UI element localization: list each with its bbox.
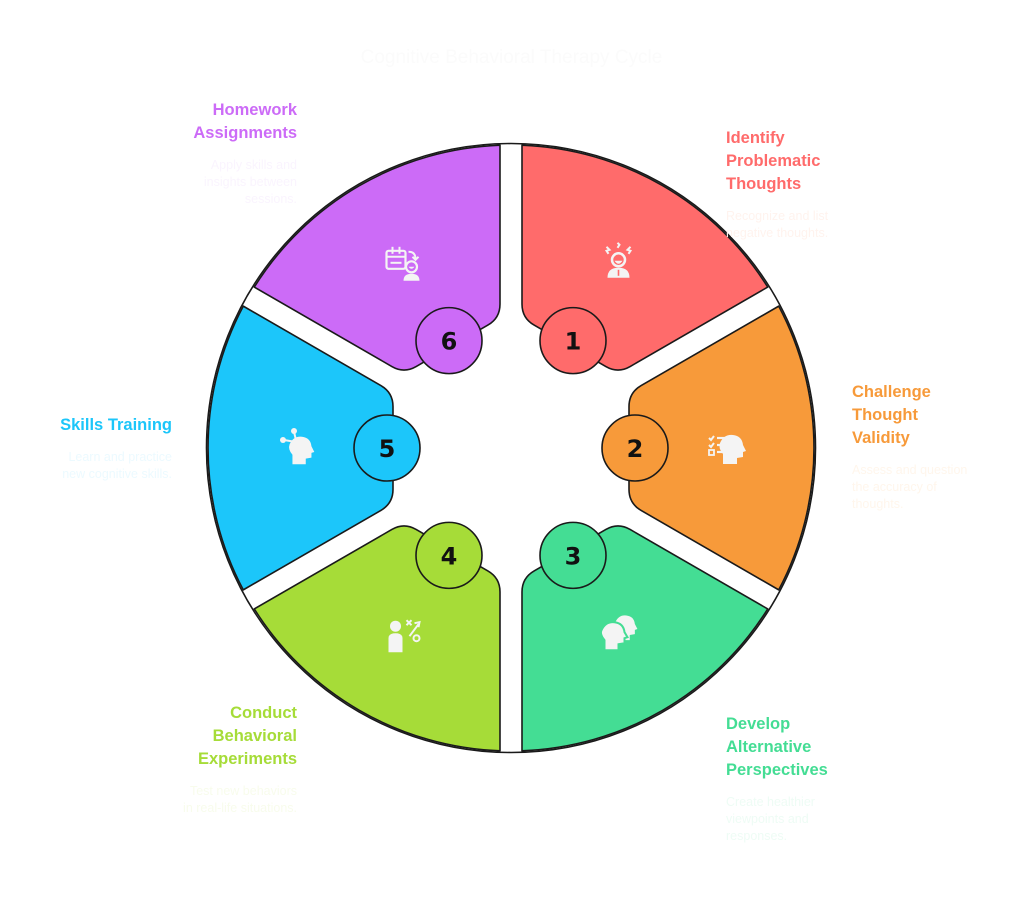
stressed-person-icon — [604, 242, 633, 278]
step-title-line: Validity — [852, 429, 910, 447]
step-title-line: Develop — [726, 715, 791, 733]
step-desc-line: thoughts. — [852, 497, 904, 511]
step-title-line: Experiments — [197, 750, 297, 768]
badge-number: 3 — [565, 542, 582, 570]
step-badge-3: 3 — [539, 521, 607, 590]
step-desc-line: negative thoughts. — [726, 226, 829, 240]
step-desc-line: Assess and question — [852, 463, 968, 477]
badge-number: 2 — [627, 435, 644, 463]
step-title-line: Thoughts — [726, 175, 802, 193]
step-title-line: Identify — [726, 129, 785, 147]
step-desc-line: in real-life situations. — [183, 801, 297, 815]
step-desc-line: Learn and practice — [68, 450, 172, 464]
badge-number: 6 — [441, 328, 458, 356]
step-desc-line: responses. — [726, 829, 788, 843]
badge-number: 1 — [565, 328, 582, 356]
two-heads-icon — [599, 615, 638, 652]
step-title-line: Challenge — [852, 383, 931, 401]
step-label-1: Identify Problematic Thoughts Recognize … — [726, 127, 886, 242]
badge-number: 5 — [379, 435, 396, 463]
person-strategy-icon — [388, 619, 421, 653]
step-desc-line: Apply skills and — [210, 158, 297, 172]
badge-circle — [415, 521, 483, 590]
step-desc-line: Test new behaviors — [189, 784, 297, 798]
step-label-6: Homework Assignments Apply skills and in… — [127, 99, 297, 208]
step-badge-1: 1 — [539, 306, 607, 375]
step-title-line: Homework — [212, 101, 297, 119]
step-title-line: Conduct — [230, 704, 297, 722]
step-desc-line: Recognize and list — [726, 209, 829, 223]
outer-ring — [205, 142, 817, 754]
step-title-line: Skills Training — [60, 416, 172, 434]
step-badge-6: 6 — [415, 306, 483, 375]
badge-circle — [539, 306, 607, 375]
step-label-4: Conduct Behavioral Experiments Test new … — [127, 702, 297, 817]
step-title-line: Behavioral — [212, 727, 297, 745]
checklist-head-icon — [708, 434, 746, 464]
step-title-line: Perspectives — [726, 761, 828, 779]
badge-circle — [415, 306, 483, 375]
step-title-line: Alternative — [726, 738, 812, 756]
step-title-line: Thought — [852, 406, 918, 424]
diagram-title: Cognitive Behavioral Therapy Cycle — [360, 47, 663, 68]
step-desc-line: Create healthier — [726, 795, 815, 809]
step-badge-5: 5 — [353, 414, 421, 482]
badge-circle — [353, 414, 421, 482]
step-desc-line: sessions. — [244, 192, 297, 206]
step-title-line: Assignments — [193, 124, 297, 142]
step-title-line: Problematic — [726, 152, 821, 170]
head-skills-icon — [280, 428, 315, 465]
badge-circle — [539, 521, 607, 590]
step-desc-line: new cognitive skills. — [62, 467, 172, 481]
badge-number: 4 — [441, 542, 458, 570]
step-desc-line: the accuracy of — [852, 480, 937, 494]
step-label-2: Challenge Thought Validity Assess and qu… — [852, 381, 1012, 513]
step-badge-4: 4 — [415, 521, 483, 590]
step-badge-2: 2 — [601, 414, 669, 482]
step-desc-line: viewpoints and — [726, 812, 809, 826]
step-desc-line: insights between — [203, 175, 297, 189]
step-label-5: Skills Training Learn and practice new c… — [2, 414, 172, 483]
step-label-3: Develop Alternative Perspectives Create … — [726, 713, 886, 845]
badge-circle — [601, 414, 669, 482]
calendar-person-icon — [385, 246, 420, 281]
